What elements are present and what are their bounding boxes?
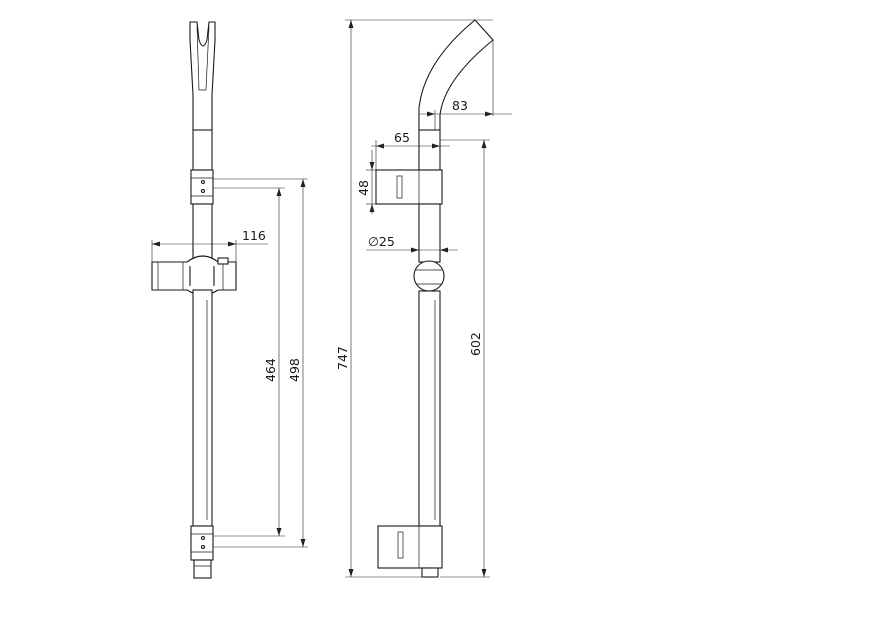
side-bottom-bracket (377, 525, 443, 569)
side-view (375, 19, 494, 578)
dim-diameter-25-label: ∅25 (368, 234, 395, 249)
side-dimensions (345, 19, 512, 578)
front-handset-holder (189, 21, 216, 131)
front-rod-lower (192, 289, 213, 527)
side-top-bracket (375, 169, 443, 205)
dim-65-label: 65 (394, 130, 410, 145)
side-handset-holder (418, 19, 494, 131)
dim-464-label: 464 (263, 358, 278, 382)
dim-602-label: 602 (468, 332, 483, 356)
front-top-bracket (190, 169, 214, 205)
dim-498-label: 498 (287, 358, 302, 382)
side-rod-lower (418, 290, 441, 527)
dim-48-label: 48 (356, 180, 371, 196)
front-bottom-bracket (190, 525, 214, 561)
front-rod-upper (192, 129, 213, 171)
dim-747-label: 747 (335, 346, 350, 370)
front-rod-middle (192, 203, 213, 259)
dim-83-label: 83 (452, 98, 468, 113)
front-dimensions (151, 178, 308, 548)
side-rod-middle (418, 203, 441, 263)
front-view (151, 21, 237, 579)
front-rod-end (193, 559, 212, 579)
side-rod-end (421, 567, 439, 578)
side-slider-knob (413, 260, 445, 292)
front-slider (151, 255, 237, 296)
dim-116-label: 116 (242, 228, 266, 243)
side-rod-upper (418, 129, 441, 171)
